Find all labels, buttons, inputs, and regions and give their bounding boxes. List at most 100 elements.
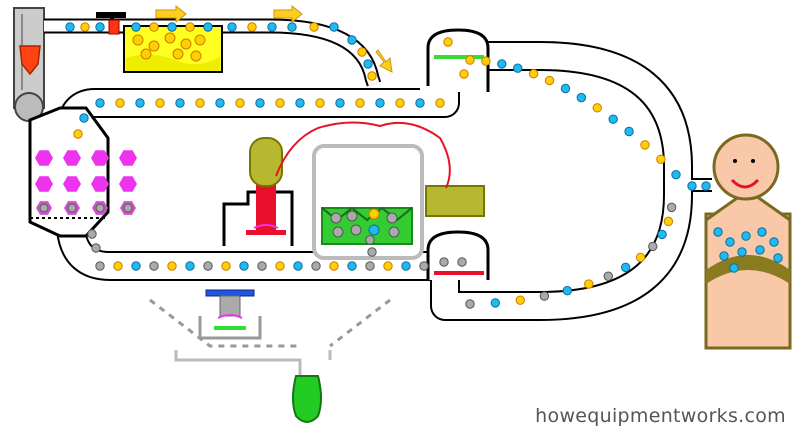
gas-particle bbox=[435, 98, 445, 108]
gas-particle bbox=[729, 263, 739, 273]
site-credit: howequipmentworks.com bbox=[535, 405, 786, 427]
gas-particle bbox=[666, 202, 677, 213]
gas-particle bbox=[490, 298, 501, 308]
valve-handle bbox=[96, 12, 126, 18]
gas-particle bbox=[544, 75, 555, 86]
gas-particle bbox=[592, 103, 602, 113]
gas-particle bbox=[335, 98, 345, 108]
flow-direction-arrow-icon bbox=[273, 4, 303, 24]
valve-body bbox=[108, 19, 120, 35]
gas-particle bbox=[155, 98, 165, 108]
gas-particle bbox=[657, 229, 667, 240]
gas-particle bbox=[459, 69, 469, 79]
bag-granule-core bbox=[123, 203, 133, 213]
gas-particle bbox=[363, 59, 373, 69]
gas-particle bbox=[73, 129, 83, 139]
gas-particle bbox=[87, 229, 97, 239]
gas-particle bbox=[773, 253, 783, 263]
gas-particle bbox=[443, 37, 453, 47]
gas-particle bbox=[367, 71, 377, 81]
gas-particle bbox=[365, 235, 375, 245]
gas-particle bbox=[167, 22, 177, 32]
gas-particle bbox=[275, 261, 285, 271]
gas-particle bbox=[164, 32, 176, 44]
gas-particle bbox=[528, 69, 539, 79]
absorber-particles bbox=[330, 208, 400, 238]
reservoir-bag bbox=[28, 106, 110, 238]
gas-particle bbox=[315, 98, 325, 108]
patient-eye-right bbox=[751, 159, 755, 163]
gas-particle bbox=[148, 40, 160, 52]
absorber-particle bbox=[350, 224, 362, 236]
manual-inflation-bulb-icon bbox=[249, 137, 283, 187]
gas-particle bbox=[91, 243, 101, 253]
gas-particle bbox=[135, 98, 145, 108]
gas-particle bbox=[295, 98, 305, 108]
gas-particle bbox=[221, 261, 231, 271]
gas-particle bbox=[172, 48, 184, 60]
pressure-sensor-block bbox=[425, 185, 485, 217]
gas-particle bbox=[95, 261, 105, 271]
gas-particle bbox=[737, 247, 747, 257]
patient-diaphragm bbox=[706, 255, 790, 284]
gas-particle bbox=[329, 22, 339, 32]
gas-particle bbox=[95, 98, 105, 108]
spill-valve-disc bbox=[214, 326, 246, 330]
gas-particle bbox=[247, 22, 257, 32]
gas-particle bbox=[367, 247, 377, 257]
gas-particle bbox=[725, 237, 735, 247]
inspiratory-limb bbox=[58, 88, 458, 130]
gas-particle bbox=[741, 231, 751, 241]
bag-granule bbox=[119, 150, 137, 166]
bag-granule bbox=[119, 176, 137, 192]
waste-reservoir bbox=[292, 375, 322, 423]
bag-granule bbox=[35, 176, 53, 192]
gas-particle bbox=[513, 63, 523, 73]
bag-granule bbox=[63, 176, 81, 192]
patient-eye-left bbox=[733, 159, 737, 163]
gas-particle bbox=[293, 261, 303, 271]
waste-outlet-pipe bbox=[174, 350, 332, 376]
gas-particle bbox=[311, 261, 321, 271]
gas-particle bbox=[79, 113, 89, 123]
gas-particle bbox=[180, 38, 192, 50]
gas-particle bbox=[419, 261, 429, 271]
gas-particle bbox=[620, 262, 631, 273]
bag-granule bbox=[63, 150, 81, 166]
absorber-particle bbox=[388, 226, 400, 238]
gas-particle bbox=[584, 279, 594, 289]
patient-icon bbox=[712, 133, 780, 201]
gas-particle bbox=[365, 261, 375, 271]
gas-particle bbox=[465, 299, 475, 309]
gas-particle bbox=[195, 98, 205, 108]
gas-particle bbox=[355, 98, 365, 108]
inspiratory-valve bbox=[420, 28, 490, 96]
gas-particle bbox=[713, 227, 723, 237]
gas-particle bbox=[755, 245, 765, 255]
gas-particle bbox=[190, 50, 202, 62]
gas-particle bbox=[287, 22, 297, 32]
bag-squeeze-valve-spring bbox=[253, 224, 279, 229]
gas-particle bbox=[140, 48, 152, 60]
gas-particle bbox=[149, 22, 159, 32]
gas-particle bbox=[185, 22, 195, 32]
gas-particle bbox=[329, 261, 339, 271]
gas-particle bbox=[701, 181, 711, 191]
flowmeter-bobbin bbox=[19, 45, 41, 76]
gas-particle bbox=[640, 140, 650, 150]
gas-particle bbox=[65, 22, 75, 32]
gas-particle bbox=[267, 22, 277, 32]
gas-particle bbox=[357, 47, 367, 57]
gas-particle bbox=[131, 22, 141, 32]
gas-particle bbox=[347, 35, 357, 45]
inspiratory-valve-port bbox=[420, 86, 438, 96]
spill-valve-spring bbox=[217, 314, 243, 319]
flowmeter bbox=[13, 7, 45, 122]
gas-particle bbox=[719, 251, 729, 261]
absorber-particle bbox=[332, 226, 344, 238]
gas-particle bbox=[481, 56, 491, 66]
gas-particle bbox=[439, 257, 449, 267]
gas-particle bbox=[203, 261, 213, 271]
